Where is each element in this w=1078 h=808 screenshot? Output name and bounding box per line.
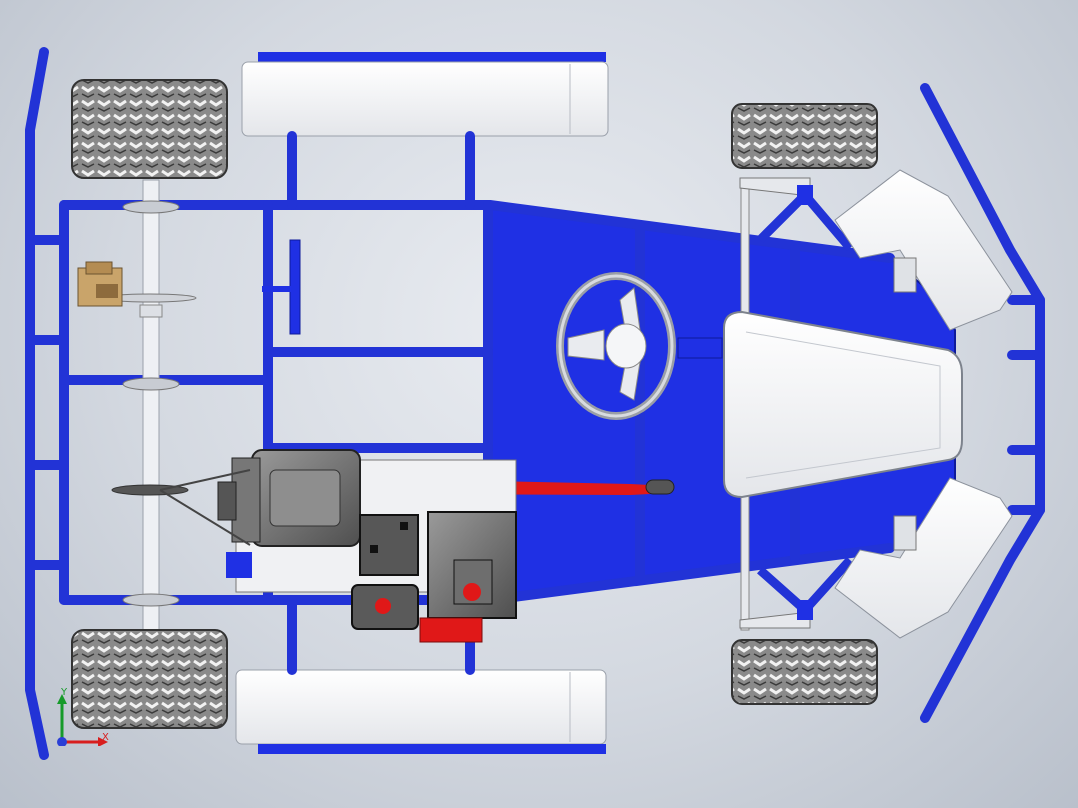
- side-pod-bottom[interactable]: [235, 669, 607, 754]
- rear-right-wheel[interactable]: [71, 629, 228, 729]
- front-left-wheel[interactable]: [731, 103, 878, 169]
- rear-left-wheel[interactable]: [71, 79, 228, 179]
- seat[interactable]: [723, 310, 963, 499]
- brake-caliper[interactable]: [77, 261, 123, 307]
- clutch-housing[interactable]: [217, 449, 361, 547]
- engine[interactable]: [351, 511, 517, 643]
- front-nose[interactable]: [834, 169, 1013, 639]
- y-axis-label: Y: [61, 687, 68, 698]
- x-axis-label: X: [102, 732, 109, 743]
- drive-chain[interactable]: [159, 469, 251, 546]
- axis-triad-arrows: [57, 694, 108, 747]
- front-right-wheel[interactable]: [731, 639, 878, 705]
- axis-triad: X Y: [52, 686, 112, 747]
- rear-axle[interactable]: [103, 179, 197, 631]
- side-pod-top[interactable]: [241, 52, 609, 137]
- brake-pedal[interactable]: [262, 239, 301, 335]
- steering-wheel[interactable]: [556, 272, 723, 420]
